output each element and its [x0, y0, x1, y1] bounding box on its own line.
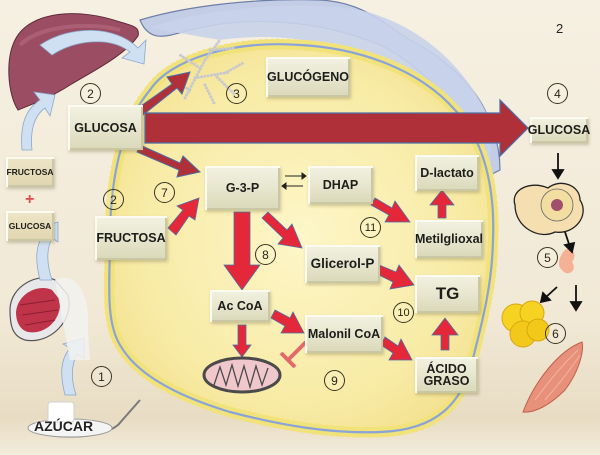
step-number-10: 10 — [393, 302, 414, 323]
step-number-11: 11 — [360, 217, 381, 238]
node-glicerol-p: Glicerol-P — [305, 245, 380, 283]
liver-to-cell-arrow — [39, 30, 147, 65]
pathway-arrows — [127, 71, 529, 361]
arrow-glucosa-to-blood — [144, 98, 529, 158]
node-ac-coa: Ac CoA — [210, 290, 270, 322]
arrow-g3p-to-accoa — [223, 211, 261, 291]
black-arrows — [539, 153, 583, 312]
inhibition-symbol — [279, 340, 308, 369]
mitochondria-icon — [202, 356, 282, 394]
arrow-dhap-to-metilglioxal — [370, 197, 411, 223]
node-tg: TG — [415, 275, 480, 313]
acido-graso-line1: ÁCIDO — [426, 362, 467, 376]
node-metilglioxal: Metilglioxal — [415, 220, 483, 258]
node-fructosa-diet: FRUCTOSA — [6, 157, 54, 187]
arrow-metilglioxal-to-dlactato — [429, 189, 455, 219]
acido-graso-line2: GRASO — [423, 374, 470, 388]
node-malonil-coa: Malonil CoA — [305, 315, 383, 353]
arrow-accoa-to-mitochondria — [232, 324, 252, 358]
node-dhap: DHAP — [308, 166, 373, 204]
liver-to-glucose-arrow — [21, 91, 56, 151]
node-glucosa-blood: GLUCOSA — [528, 117, 590, 143]
node-acido-graso: ÁCIDO GRASO — [415, 357, 478, 393]
muscle-icon — [522, 341, 583, 413]
arrow-g3p-to-glicerolp — [261, 211, 303, 249]
step-number-1: 1 — [91, 366, 112, 387]
plus-sign: + — [25, 191, 35, 208]
arrow-malonil-to-acidograso — [380, 336, 413, 361]
step-number-2-top: 2 — [80, 83, 101, 104]
node-glucosa-diet: GLUCOSA — [6, 211, 54, 241]
arrow-acidograso-to-tg — [431, 317, 459, 351]
step-number-6: 6 — [545, 323, 566, 344]
node-fructosa: FRUCTOSA — [95, 216, 167, 260]
step-number-4: 4 — [547, 83, 568, 104]
adipose-tissue-icon — [513, 182, 584, 236]
node-d-lactato: D-lactato — [415, 155, 479, 191]
intestine-icon — [9, 277, 70, 342]
arrow-glucosa-to-g3p — [136, 144, 202, 178]
arrow-accoa-to-malonil — [270, 309, 305, 334]
step-number-8: 8 — [255, 244, 276, 265]
equilibrium-arrows — [281, 172, 307, 190]
sugar-spoon-icon — [27, 399, 141, 438]
node-glucosa: GLUCOSA — [68, 105, 143, 150]
step-number-7: 7 — [154, 182, 175, 203]
step-number-5: 5 — [537, 247, 558, 268]
arrow-fructosa-to-g3p — [167, 197, 200, 236]
page-number: 2 — [556, 21, 564, 36]
azucar-label: AZÚCAR — [34, 418, 94, 434]
step-number-2-mid: 2 — [103, 189, 124, 210]
step-number-3: 3 — [226, 83, 247, 104]
step-number-9: 9 — [324, 370, 345, 391]
pancreas-cells-icon — [558, 248, 575, 274]
node-g3p: G-3-P — [205, 166, 280, 210]
fat-cells-icon — [501, 300, 550, 348]
node-glucogeno: GLUCÓGENO — [266, 57, 350, 97]
